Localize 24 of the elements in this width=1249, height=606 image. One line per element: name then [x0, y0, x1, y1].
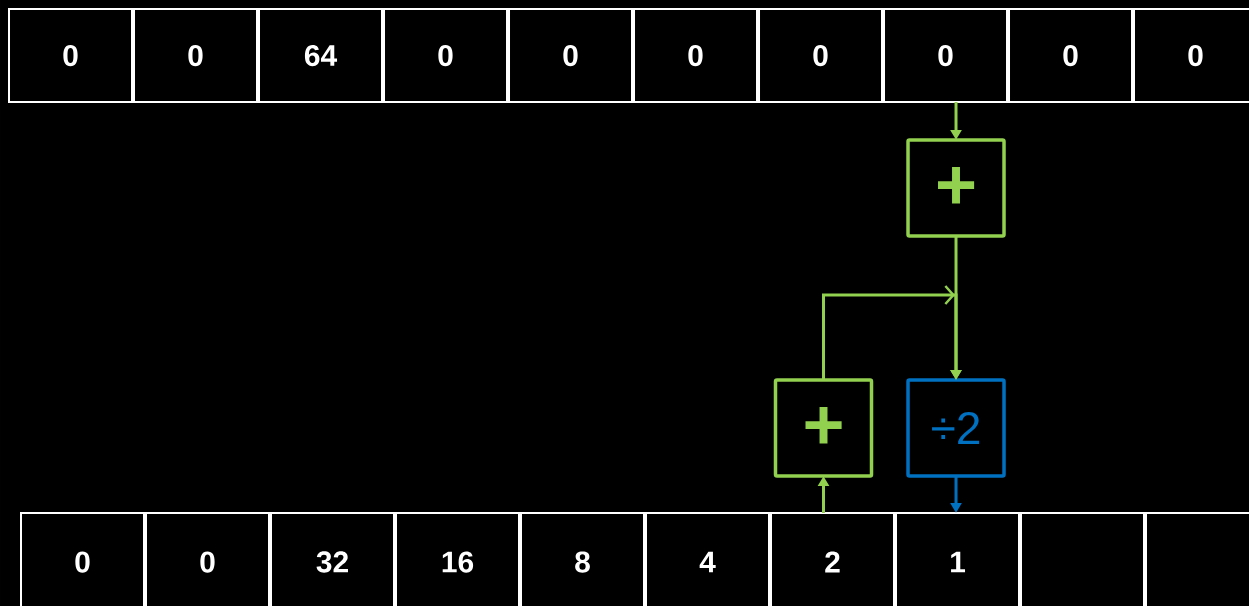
operator-box: ÷2: [906, 378, 1006, 478]
table-cell: 0: [133, 8, 258, 103]
table-cell: 0: [758, 8, 883, 103]
table-cell: 0: [883, 8, 1008, 103]
table-cell: 16: [395, 512, 520, 606]
table-cell: [1020, 512, 1145, 606]
table-cell: 32: [270, 512, 395, 606]
operator-box: +: [906, 138, 1006, 238]
table-cell: 0: [145, 512, 270, 606]
table-cell: 0: [8, 8, 133, 103]
table-cell: 2: [770, 512, 895, 606]
table-cell: 64: [258, 8, 383, 103]
table-cell: 0: [20, 512, 145, 606]
arrow: [822, 285, 962, 380]
table-cell: 0: [1133, 8, 1249, 103]
table-cell: 0: [1008, 8, 1133, 103]
table-cell: 4: [645, 512, 770, 606]
table-cell: [1145, 512, 1249, 606]
operator-box: +: [773, 378, 874, 478]
table-cell: 0: [508, 8, 633, 103]
table-cell: 0: [383, 8, 508, 103]
table-cell: 8: [520, 512, 645, 606]
table-cell: 0: [633, 8, 758, 103]
table-cell: 1: [895, 512, 1020, 606]
